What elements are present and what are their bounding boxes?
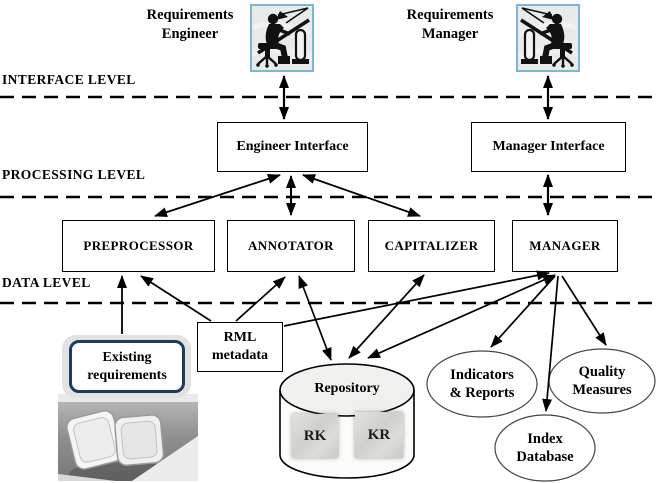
capitalizer-node: CAPITALIZER: [368, 220, 495, 272]
arrow-rml-preprocessor: [140, 275, 212, 322]
interface-level-label: INTERFACE LEVEL: [2, 72, 136, 87]
annotator-label: ANNOTATOR: [248, 238, 334, 253]
requirements-engineer-icon: [250, 4, 314, 72]
arrow-rml-annotator: [235, 276, 286, 322]
arrow-manager-quality: [561, 275, 607, 346]
manager-interface-node: Manager Interface: [471, 122, 626, 172]
indicators-reports-label-line1: Indicators: [450, 367, 514, 383]
engineer-interface-label: Engineer Interface: [236, 139, 349, 154]
preprocessor-node: PREPROCESSOR: [62, 220, 215, 272]
requirements-manager-label-line1: Requirements: [406, 7, 494, 23]
processing-level-label: PROCESSING LEVEL: [2, 167, 146, 182]
arrow-capitalizer-repository: [348, 274, 425, 359]
repository-label: Repository: [314, 381, 380, 396]
engineer-interface-node: Engineer Interface: [217, 122, 368, 172]
manager-at-drafting-table-icon: [518, 7, 578, 68]
indicators-reports-label: Indicators & Reports: [427, 366, 537, 402]
rml-metadata-label-line2: metadata: [212, 348, 268, 363]
arrow-engineer-interface-capitalizer: [302, 174, 421, 217]
rml-metadata-label-line1: RML: [223, 329, 257, 345]
repository-rk-item: RK: [292, 414, 338, 458]
engineer-at-drafting-table-icon: [252, 7, 312, 68]
requirements-manager-label: Requirements Manager: [390, 6, 510, 44]
requirements-engineer-label: Requirements Engineer: [130, 6, 250, 44]
existing-requirements-node: Existing requirements: [69, 340, 185, 393]
requirements-engineer-label-line2: Engineer: [161, 25, 219, 42]
index-database-label-line2: Database: [516, 449, 574, 466]
arrow-manager-repository: [367, 274, 556, 359]
quality-measures-label-line1: Quality: [578, 364, 626, 380]
requirements-manager-label-line2: Manager: [421, 25, 479, 42]
capitalizer-label: CAPITALIZER: [384, 238, 479, 253]
requirements-engineer-label-line1: Requirements: [146, 7, 234, 23]
requirements-manager-icon: [516, 4, 580, 72]
repository-kr-item: KR: [355, 412, 403, 458]
annotator-node: ANNOTATOR: [227, 220, 355, 272]
quality-measures-label: Quality Measures: [549, 363, 655, 399]
quality-measures-label-line2: Measures: [572, 382, 632, 399]
arrow-manager-indicators: [490, 275, 556, 348]
manager-node: MANAGER: [512, 220, 618, 272]
arrow-engineer-interface-preprocessor: [154, 173, 281, 218]
manager-label: MANAGER: [529, 238, 601, 253]
indicators-reports-label-line2: & Reports: [449, 385, 515, 402]
data-level-label: DATA LEVEL: [2, 275, 91, 290]
rml-metadata-node: RML metadata: [197, 322, 283, 372]
index-database-label-line1: Index: [527, 431, 563, 447]
manager-interface-label: Manager Interface: [492, 139, 605, 154]
arrow-rml-manager: [283, 270, 550, 327]
existing-requirements-label-line2: requirements: [87, 367, 167, 383]
existing-requirements-label-line1: Existing: [102, 350, 152, 365]
index-database-label: Index Database: [495, 430, 595, 466]
filing-folders-photo: [58, 394, 198, 481]
preprocessor-label: PREPROCESSOR: [83, 238, 194, 253]
arrow-annotator-repository: [298, 275, 332, 361]
